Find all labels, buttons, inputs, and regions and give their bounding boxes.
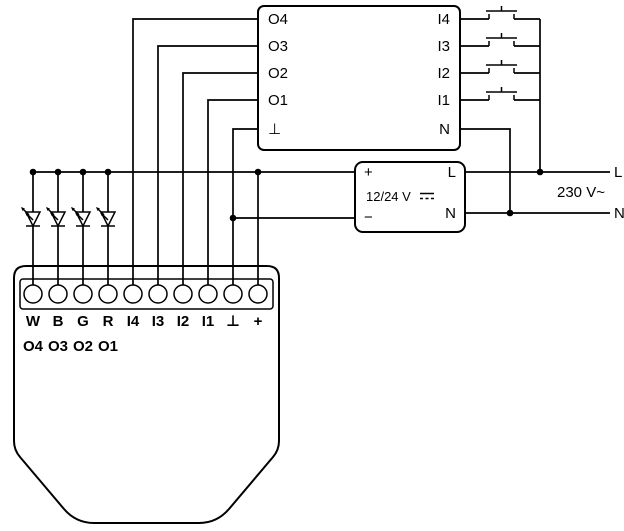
controller-input-label: I2 bbox=[437, 65, 450, 82]
terminal-label: W bbox=[26, 313, 41, 330]
terminal-label: I4 bbox=[127, 313, 140, 330]
controller-input-label: I4 bbox=[437, 11, 450, 28]
terminal bbox=[173, 284, 193, 304]
terminal bbox=[98, 284, 118, 304]
terminal-label: I3 bbox=[152, 313, 165, 330]
controller-input-label: I1 bbox=[437, 92, 450, 109]
psu-minus-label: − bbox=[364, 209, 373, 226]
wire-controller-neutral bbox=[460, 128, 511, 213]
push-button-icon bbox=[485, 59, 518, 74]
channel-output-label: O3 bbox=[48, 338, 68, 355]
mains-line-label: L bbox=[614, 164, 622, 181]
push-button-icon bbox=[485, 5, 518, 20]
push-button-icon bbox=[485, 86, 518, 101]
controller-output-label: O2 bbox=[268, 65, 288, 82]
junction-dot bbox=[536, 168, 544, 176]
terminal bbox=[198, 284, 218, 304]
controller-neutral-label: N bbox=[439, 121, 450, 138]
controller-box bbox=[257, 5, 461, 151]
junction-dot bbox=[229, 214, 237, 222]
channel-output-label: O1 bbox=[98, 338, 118, 355]
junction-dot bbox=[54, 168, 62, 176]
wire-o2-i2 bbox=[182, 72, 258, 285]
psu-line-label: L bbox=[448, 164, 456, 181]
controller-output-label: O4 bbox=[268, 11, 288, 28]
terminal bbox=[148, 284, 168, 304]
led-icon bbox=[45, 206, 66, 227]
junction-dot bbox=[29, 168, 37, 176]
controller-ground-label: ⊥ bbox=[268, 121, 281, 138]
channel-output-label: O2 bbox=[73, 338, 93, 355]
terminal-label: R bbox=[103, 313, 114, 330]
terminal bbox=[248, 284, 268, 304]
controller-output-label: O3 bbox=[268, 38, 288, 55]
mains-voltage-label: 230 V~ bbox=[557, 184, 605, 201]
led-icon bbox=[70, 206, 91, 227]
controller-output-label: O1 bbox=[268, 92, 288, 109]
led-icon bbox=[20, 206, 41, 227]
wire-o1-i1 bbox=[207, 99, 258, 285]
push-button-icon bbox=[485, 32, 518, 47]
mains-neutral-label: N bbox=[614, 205, 624, 222]
terminal-label: I1 bbox=[202, 313, 215, 330]
controller-input-label: I3 bbox=[437, 38, 450, 55]
led-icon bbox=[95, 206, 116, 227]
psu-voltage-label: 12/24 V bbox=[366, 189, 411, 204]
channel-output-label: O4 bbox=[23, 338, 44, 355]
psu-neutral-label: N bbox=[445, 205, 456, 222]
device-outline bbox=[13, 265, 280, 524]
terminal bbox=[48, 284, 68, 304]
wire-o4-i4 bbox=[132, 18, 258, 285]
junction-dots bbox=[29, 168, 544, 222]
wires bbox=[32, 18, 610, 285]
psu-plus-label: + bbox=[364, 164, 373, 181]
terminal-label: G bbox=[77, 313, 89, 330]
terminal bbox=[123, 284, 143, 304]
junction-dot bbox=[254, 168, 262, 176]
terminal-label: + bbox=[254, 313, 263, 330]
junction-dot bbox=[79, 168, 87, 176]
wire-o3-i3 bbox=[157, 45, 258, 285]
junction-dot bbox=[506, 209, 514, 217]
junction-dot bbox=[104, 168, 112, 176]
terminal bbox=[73, 284, 93, 304]
terminal bbox=[23, 284, 43, 304]
terminals bbox=[23, 284, 268, 304]
wire-ground bbox=[232, 128, 258, 285]
psu-box bbox=[354, 161, 466, 233]
terminal-label: I2 bbox=[177, 313, 190, 330]
terminal bbox=[223, 284, 243, 304]
terminal-label: ⊥ bbox=[226, 313, 240, 330]
terminal-label: B bbox=[53, 313, 64, 330]
dc-icon bbox=[420, 192, 434, 200]
